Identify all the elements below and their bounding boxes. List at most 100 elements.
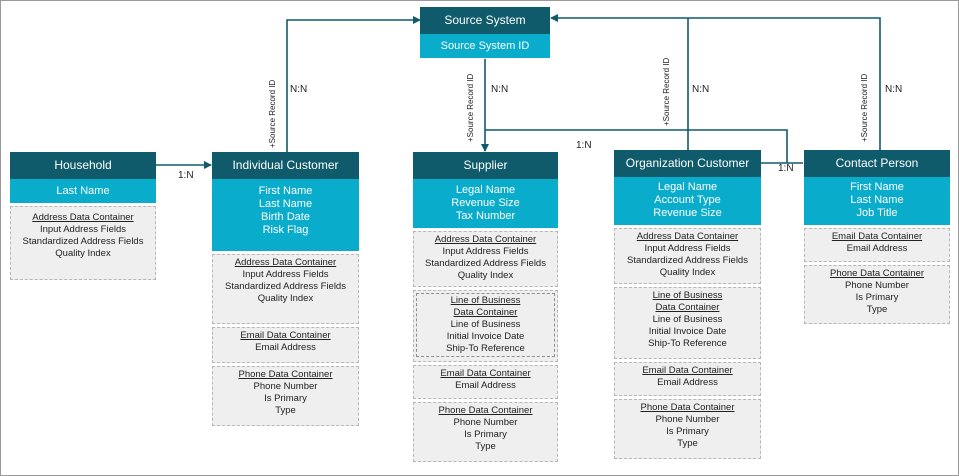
container-title: Phone Data Container [238, 369, 333, 380]
address-data-container: Address Data Container Input Address Fie… [413, 231, 558, 287]
container-item: Input Address Fields [644, 243, 731, 254]
container-title: Email Data Container [440, 368, 531, 379]
container-title: Phone Data Container [438, 405, 533, 416]
entity-household: Household Last Name Address Data Contain… [10, 152, 156, 280]
entity-title: Organization Customer [614, 150, 761, 177]
container-item: Is Primary [666, 426, 709, 437]
attribute: Legal Name [455, 184, 516, 196]
container-title: Line of Business [652, 290, 723, 301]
container-item: Email Address [455, 380, 516, 391]
container-item: Type [866, 304, 888, 315]
entity-title: Contact Person [804, 150, 950, 177]
email-data-container: Email Data Container Email Address [413, 365, 558, 399]
container-item: Ship-To Reference [648, 338, 727, 349]
container-item: Is Primary [464, 429, 507, 440]
entity-individual-customer: Individual Customer First Name Last Name… [212, 152, 359, 426]
phone-data-container: Phone Data Container Phone Number Is Pri… [212, 366, 359, 426]
attribute: Birth Date [261, 211, 310, 223]
entity-title: Source System [420, 7, 550, 34]
container-title: Address Data Container [434, 234, 537, 245]
phone-data-container: Phone Data Container Phone Number Is Pri… [413, 402, 558, 462]
email-data-container: Email Data Container Email Address [614, 362, 761, 396]
container-item: Quality Index [55, 248, 111, 259]
phone-data-container: Phone Data Container Phone Number Is Pri… [614, 399, 761, 459]
entity-contact-person: Contact Person First Name Last Name Job … [804, 150, 950, 324]
container-item: Email Address [255, 342, 316, 353]
attribute-band: First Name Last Name Job Title [804, 177, 950, 225]
attribute: Revenue Size [451, 197, 520, 209]
container-item: Phone Number [453, 417, 518, 428]
attribute: Revenue Size [653, 207, 722, 219]
email-data-container: Email Data Container Email Address [804, 228, 950, 262]
label-1n-supplier: 1:N [576, 140, 592, 151]
link-contact-supplier [485, 129, 788, 163]
entity-title: Household [10, 152, 156, 179]
container-item: Quality Index [457, 270, 514, 281]
label-1n-organization: 1:N [778, 163, 794, 174]
container-title: Address Data Container [636, 231, 739, 242]
container-item: Standardized Address Fields [225, 281, 346, 292]
attribute-band: Legal Name Revenue Size Tax Number [413, 179, 558, 228]
container-title: Email Data Container [642, 365, 733, 376]
container-item: Input Address Fields [442, 246, 529, 257]
link-individual-source [286, 16, 421, 152]
container-item: Is Primary [855, 292, 899, 303]
attribute-band: First Name Last Name Birth Date Risk Fla… [212, 179, 359, 251]
attribute: Job Title [856, 207, 898, 219]
line-of-business-data-container: Line of Business Data Container Line of … [614, 287, 761, 359]
attribute: Last Name [850, 194, 904, 206]
attribute: Source System ID [420, 34, 550, 58]
container-title: Data Container [453, 307, 518, 318]
container-item: Phone Number [845, 280, 909, 291]
entity-supplier: Supplier Legal Name Revenue Size Tax Num… [413, 152, 558, 462]
line-of-business-inner: Line of Business Data Container Line of … [416, 293, 555, 357]
container-item: Type [677, 438, 698, 449]
link-contact-source [550, 14, 881, 152]
label-source-record-supplier: +Source Record ID [466, 73, 475, 142]
container-title: Data Container [655, 302, 720, 313]
container-title: Phone Data Container [640, 402, 735, 413]
container-title: Address Data Container [234, 257, 337, 268]
container-title: Line of Business [450, 295, 521, 306]
attribute: Tax Number [455, 210, 516, 222]
attribute: First Name [850, 181, 904, 193]
container-item: Input Address Fields [39, 224, 127, 235]
attribute: Last Name [10, 179, 156, 203]
phone-data-container: Phone Data Container Phone Number Is Pri… [804, 265, 950, 324]
container-item: Initial Invoice Date [648, 326, 727, 337]
container-item: Type [475, 441, 496, 452]
container-item: Ship-To Reference [446, 343, 525, 354]
container-item: Is Primary [264, 393, 307, 404]
attribute: Account Type [654, 194, 721, 206]
attribute-band: Legal Name Account Type Revenue Size [614, 177, 761, 225]
container-item: Email Address [657, 377, 718, 388]
entity-source-system: Source System Source System ID [420, 7, 550, 58]
container-title: Email Data Container [831, 231, 923, 242]
label-nn-supplier: N:N [491, 84, 509, 95]
container-item: Input Address Fields [242, 269, 329, 280]
label-source-record-organization: +Source Record ID [662, 57, 671, 126]
container-item: Standardized Address Fields [425, 258, 546, 269]
container-item: Quality Index [659, 267, 716, 278]
container-item: Quality Index [257, 293, 314, 304]
attribute: Legal Name [657, 181, 718, 193]
address-data-container: Address Data Container Input Address Fie… [10, 206, 156, 280]
label-nn-organization: N:N [692, 84, 710, 95]
address-data-container: Address Data Container Input Address Fie… [614, 228, 761, 284]
container-item: Phone Number [253, 381, 318, 392]
container-title: Address Data Container [32, 212, 134, 223]
entity-organization-customer: Organization Customer Legal Name Account… [614, 150, 761, 459]
container-item: Line of Business [652, 314, 723, 325]
container-item: Standardized Address Fields [22, 236, 144, 247]
label-source-record-individual: +Source Record ID [268, 79, 277, 148]
container-item: Type [275, 405, 296, 416]
container-item: Email Address [846, 243, 908, 254]
entity-title: Individual Customer [212, 152, 359, 179]
label-1n-household: 1:N [178, 170, 194, 181]
container-title: Email Data Container [240, 330, 331, 341]
label-nn-contact: N:N [885, 84, 903, 95]
attribute: Risk Flag [262, 224, 309, 236]
line-of-business-data-container: Line of Business Data Container Line of … [413, 290, 558, 362]
email-data-container: Email Data Container Email Address [212, 327, 359, 363]
container-item: Line of Business [450, 319, 521, 330]
